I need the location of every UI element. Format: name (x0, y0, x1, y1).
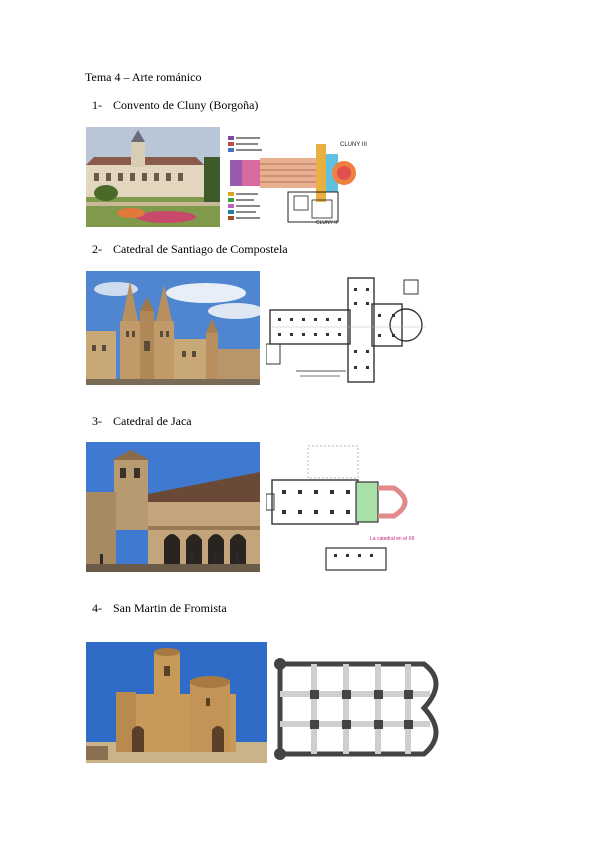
jaca-cathedral-photo (86, 442, 260, 572)
section-heading-jaca: 3- Catedral de Jaca (92, 414, 192, 429)
santiago-floor-plan (266, 274, 426, 388)
section-heading-santiago: 2- Catedral de Santiago de Compostela (92, 242, 288, 257)
jaca-plan-caption: La catedral en el XII (370, 536, 414, 542)
cluny-abbey-photo (86, 127, 220, 227)
cluny-floor-plan: CLUNY III CLUNY II (228, 134, 368, 226)
santiago-cathedral-photo (86, 271, 260, 385)
section-title: Catedral de Santiago de Compostela (113, 242, 288, 256)
section-heading-cluny: 1- Convento de Cluny (Borgoña) (92, 98, 258, 113)
fromista-church-photo (86, 642, 267, 763)
section-title: Catedral de Jaca (113, 414, 192, 428)
page-title: Tema 4 – Arte románico (85, 70, 202, 84)
section-number: 4- (92, 601, 102, 615)
section-number: 1- (92, 98, 102, 112)
section-number: 2- (92, 242, 102, 256)
section-heading-fromista: 4- San Martin de Fromista (92, 601, 227, 616)
jaca-floor-plan: La catedral en el XII (266, 444, 418, 572)
section-title: San Martin de Fromista (113, 601, 227, 615)
section-title: Convento de Cluny (Borgoña) (113, 98, 259, 112)
cluny-plan-label-secondary: CLUNY II (316, 220, 337, 226)
cluny-plan-label-main: CLUNY III (340, 142, 367, 148)
section-number: 3- (92, 414, 102, 428)
fromista-floor-plan (274, 658, 452, 760)
